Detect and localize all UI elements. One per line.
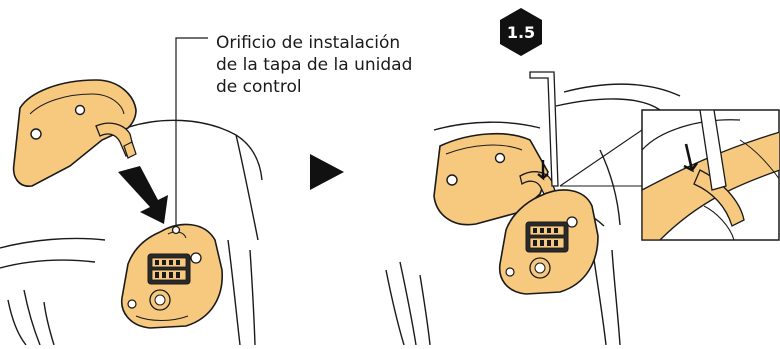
installation-hole-callout: Orificio de instalación de la tapa de la…: [216, 32, 456, 98]
control-unit-cover-right: [433, 132, 557, 226]
device-body-outline-left: [0, 119, 263, 346]
inset-leader-lines: [559, 129, 643, 187]
detail-zoom-inset: [641, 109, 780, 241]
callout-line-2: de la tapa de la unidad: [216, 55, 413, 75]
control-unit-cover-left: [12, 79, 137, 187]
insert-direction-arrow: [118, 166, 168, 224]
hex-key-size-label: 1.5: [507, 23, 535, 42]
callout-line-3: de control: [216, 77, 302, 97]
callout-leader-line: [175, 37, 208, 228]
device-body-outline-right: [385, 83, 681, 346]
hex-key-icon: [529, 71, 559, 187]
mount-base-left: [121, 223, 223, 329]
hex-key-size-badge: 1.5: [500, 8, 542, 56]
callout-line-1: Orificio de instalación: [216, 33, 401, 53]
mount-base-right: [498, 189, 599, 295]
next-step-arrow-icon: [310, 154, 344, 190]
